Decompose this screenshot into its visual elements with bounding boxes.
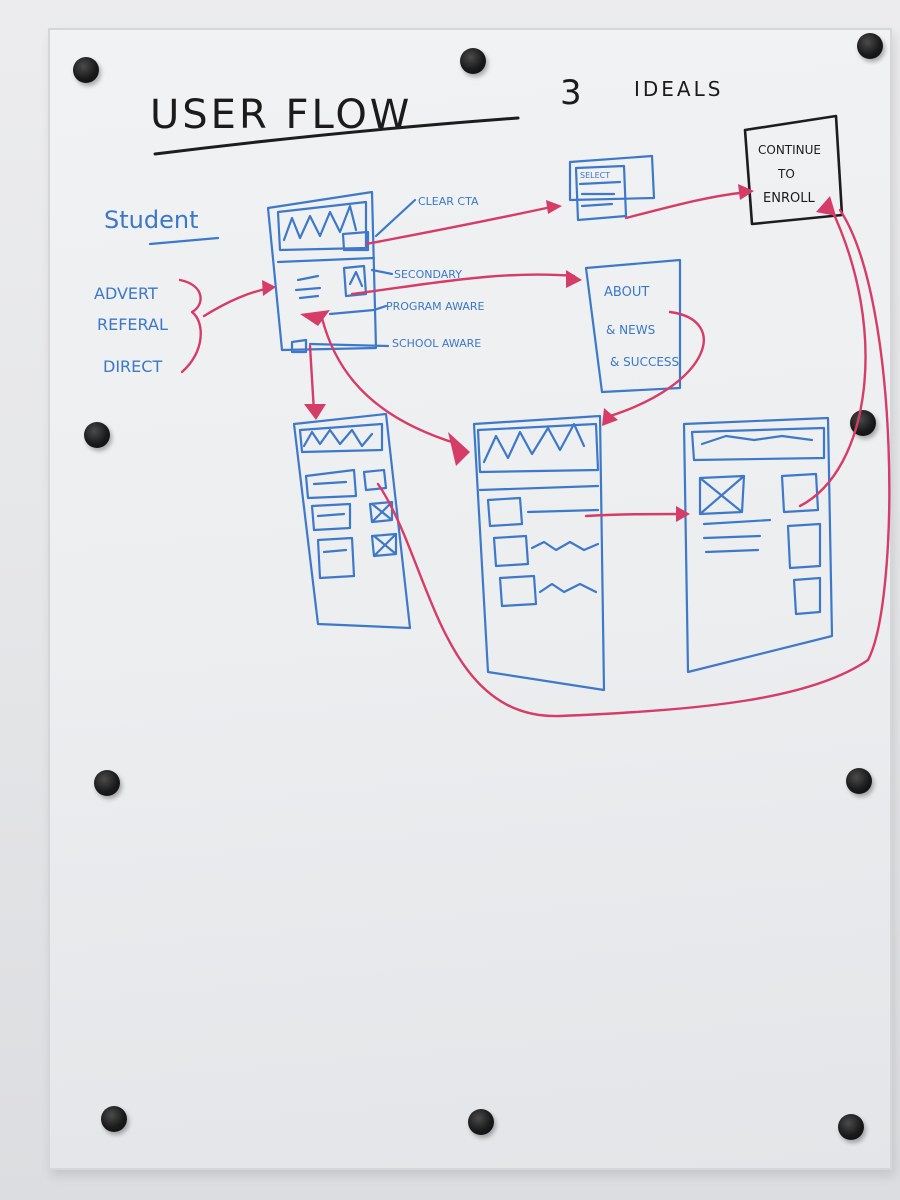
goal-line-3: ENROLL [763,191,815,206]
standoff-low-right [846,768,872,794]
arrow-detail-to-enroll [798,204,867,508]
select-label: SELECT [580,171,610,180]
source-direct: DIRECT [103,357,162,376]
goal-line-1: CONTINUE [758,143,821,157]
secondary-pointer [370,268,394,276]
standoff-bottom-middle [468,1109,494,1135]
about-line-1: ABOUT [604,285,649,300]
source-referral: REFERAL [97,315,168,334]
about-line-3: & SUCCESS [610,355,679,369]
landing-page-wireframe [266,190,378,354]
arrow-cta-to-select [364,204,558,246]
standoff-bottom-left [101,1106,127,1132]
listing-page-wireframe [292,412,412,630]
arrow-program-to-detail [584,512,688,518]
annotation-secondary: SECONDARY [394,268,462,281]
standoff-mid-left [84,422,110,448]
ideas-number: 3 [560,73,582,113]
arrow-select-to-enroll [624,190,750,220]
persona-label: Student [104,206,198,234]
sources-brace [178,278,202,374]
source-advert: ADVERT [94,284,158,303]
annotation-clear-cta: CLEAR CTA [418,195,479,208]
title-underline [153,116,520,156]
clear-cta-pointer [374,198,417,238]
annotation-school-aware: SCHOOL AWARE [392,337,481,350]
program-page-wireframe [472,414,606,692]
standoff-top-right [857,33,883,59]
arrow-sources-to-landing [202,286,272,318]
school-aware-pointer [308,342,390,348]
persona-underline [148,236,220,246]
standoff-top-middle [460,48,486,74]
standoff-top-left [73,57,99,83]
annotation-program-aware: PROGRAM AWARE [386,300,485,313]
standoff-low-left [94,770,120,796]
about-line-2: & NEWS [606,323,655,337]
arrow-listing-loop-to-enroll [376,208,891,718]
goal-line-2: TO [777,167,795,181]
program-aware-pointer [328,304,388,316]
standoff-bottom-right [838,1114,864,1140]
about-news-success-wireframe: ABOUT & NEWS & SUCCESS [584,258,682,394]
arrow-school-aware-to-listing [308,344,316,414]
arrow-secondary-to-about [350,273,576,296]
flow-arrows [202,184,891,718]
ideas-label: IDEALS [634,77,723,101]
school-detail-wireframe [682,416,834,674]
select-page-wireframe: SELECT [568,154,656,222]
arrow-program-aware [320,316,460,446]
arrow-about-to-program [608,310,705,418]
